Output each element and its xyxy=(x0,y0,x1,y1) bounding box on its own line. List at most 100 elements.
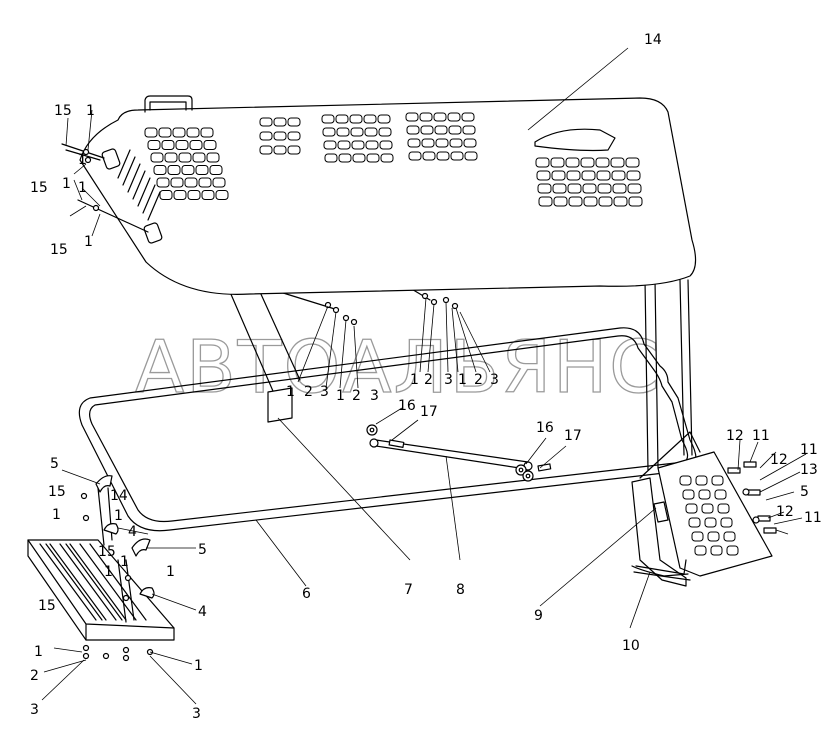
vent-slot xyxy=(192,152,206,163)
vent-slot xyxy=(610,157,625,168)
label-2-brace-r2: 2 xyxy=(474,372,483,388)
label-14-roof: 14 xyxy=(644,32,662,48)
label-1-c: 1 xyxy=(78,152,87,168)
label-15-a: 15 xyxy=(54,103,72,119)
label-11-b: 11 xyxy=(800,442,818,458)
stay-fasteners xyxy=(366,424,552,482)
vent-slot xyxy=(551,170,566,181)
label-1-l: 1 xyxy=(194,658,203,674)
right-step-assembly xyxy=(631,431,777,587)
label-9: 9 xyxy=(534,608,543,624)
vent-slot xyxy=(580,157,595,168)
vent-slot xyxy=(200,127,214,138)
label-1-b: 1 xyxy=(62,176,71,192)
label-1-brace-l2: 1 xyxy=(336,388,345,404)
label-15-c: 15 xyxy=(50,242,68,258)
vent-slot xyxy=(695,475,708,486)
roof-front-vent xyxy=(534,128,616,152)
vent-slot xyxy=(704,517,717,528)
vent-slot xyxy=(324,153,338,163)
vent-slot xyxy=(335,114,349,124)
vent-slot xyxy=(181,165,195,175)
vent-slot xyxy=(144,127,158,138)
vent-slot xyxy=(419,112,433,122)
label-3-bottom-b: 3 xyxy=(192,706,201,722)
vent-slot xyxy=(366,153,380,163)
tube-frame xyxy=(78,327,697,532)
vent-slot xyxy=(259,131,273,141)
label-1-d: 1 xyxy=(78,180,87,196)
label-2-brace-l2: 2 xyxy=(352,388,361,404)
vent-slot xyxy=(723,531,736,542)
vent-slot xyxy=(406,125,420,135)
vent-slot xyxy=(707,531,720,542)
roof-canopy xyxy=(79,95,697,295)
leader-lines xyxy=(41,47,807,705)
vent-slot xyxy=(273,131,287,141)
label-1-k: 1 xyxy=(34,644,43,660)
roof-hinge-brackets xyxy=(61,143,163,244)
vent-slot xyxy=(536,170,551,181)
vent-slot xyxy=(553,196,568,207)
part-labels: 14 15 1 1 1 15 1 15 1 1 2 3 1 2 3 1 2 3 … xyxy=(30,32,822,722)
vent-slot xyxy=(613,196,628,207)
vent-slot xyxy=(726,545,739,556)
vent-slot xyxy=(408,151,422,161)
label-15-b: 15 xyxy=(30,180,48,196)
vent-slot xyxy=(597,183,612,194)
vent-slot xyxy=(691,531,704,542)
vent-slot xyxy=(627,183,642,194)
vent-slot xyxy=(463,138,477,148)
vent-slot xyxy=(628,196,643,207)
vent-slot xyxy=(421,138,435,148)
vent-slot xyxy=(337,140,351,150)
vent-slot xyxy=(338,153,352,163)
vent-slot xyxy=(195,165,209,175)
vent-slot xyxy=(159,190,173,200)
vent-slot xyxy=(153,165,167,175)
vent-slot xyxy=(568,196,583,207)
label-3-brace-l2: 3 xyxy=(370,388,379,404)
vent-slot xyxy=(178,152,192,163)
vent-slot xyxy=(350,127,364,137)
vent-slot xyxy=(352,153,366,163)
vent-slot xyxy=(212,177,226,188)
vent-slot xyxy=(321,114,335,124)
vent-slot xyxy=(435,138,449,148)
vent-slot xyxy=(595,157,610,168)
vent-slot xyxy=(378,127,392,137)
front-posts xyxy=(644,279,693,471)
label-14-b: 14 xyxy=(110,488,128,504)
vent-slot xyxy=(598,196,613,207)
label-1-brace-r2: 1 xyxy=(458,372,467,388)
vent-slot xyxy=(273,145,287,155)
brace-fasteners xyxy=(324,292,459,326)
vent-slot xyxy=(209,165,223,175)
vent-slot xyxy=(682,489,695,500)
label-17-a: 17 xyxy=(420,404,438,420)
label-12-c: 12 xyxy=(776,504,794,520)
label-1-brace-r1: 1 xyxy=(410,372,419,388)
vent-slot xyxy=(259,117,273,127)
vent-slot xyxy=(259,145,273,155)
vent-slot xyxy=(464,151,478,161)
vent-slot xyxy=(363,114,377,124)
vent-slot xyxy=(462,125,476,135)
vent-slot xyxy=(720,517,733,528)
vent-slot xyxy=(380,153,394,163)
label-11-a: 11 xyxy=(752,428,770,444)
vent-slot xyxy=(164,152,178,163)
vent-slot xyxy=(449,138,463,148)
left-step-assembly xyxy=(27,475,175,662)
vent-slot xyxy=(583,196,598,207)
vent-slot xyxy=(565,157,580,168)
vent-slot xyxy=(685,503,698,514)
vent-slot xyxy=(461,112,475,122)
label-6-frame: 6 xyxy=(302,586,311,602)
vent-slot xyxy=(377,114,391,124)
vent-slot xyxy=(158,127,172,138)
label-1-g: 1 xyxy=(114,508,123,524)
vent-slot xyxy=(596,170,611,181)
vent-slot xyxy=(567,183,582,194)
label-8-stay: 8 xyxy=(456,582,465,598)
